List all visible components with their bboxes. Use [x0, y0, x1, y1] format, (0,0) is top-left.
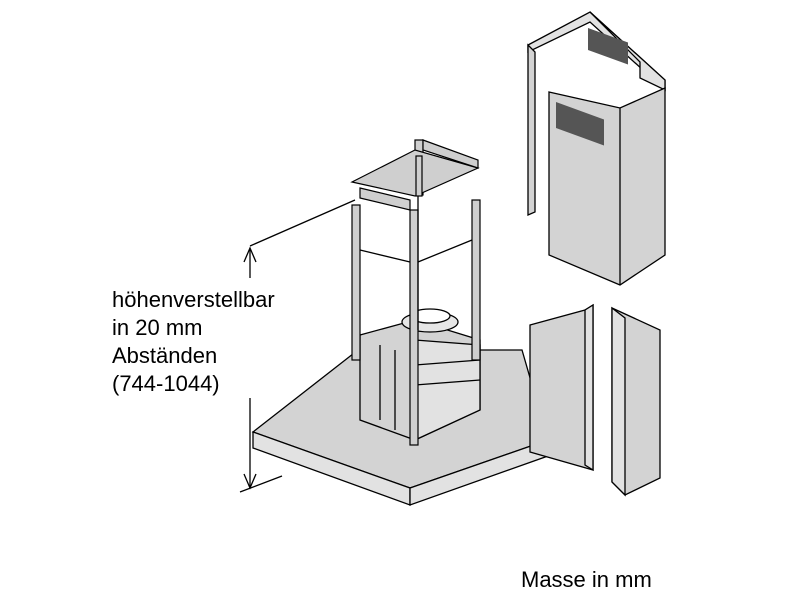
height-dimension-line: [239, 199, 356, 493]
label-line-3: Abständen: [112, 343, 218, 368]
mounting-frame: [350, 139, 481, 446]
motor-unit: [359, 308, 481, 442]
height-adjustment-label: höhenverstellbar in 20 mm Abständen (744…: [112, 286, 275, 398]
label-line-2: in 20 mm: [112, 315, 203, 340]
vent-slots-upper: [556, 28, 628, 146]
upper-chimney: [527, 11, 666, 286]
label-line-1: höhenverstellbar: [112, 287, 275, 312]
label-line-4: (744-1044): [112, 371, 220, 396]
lower-chimney: [529, 303, 661, 497]
units-note: Masse in mm: [521, 567, 652, 592]
